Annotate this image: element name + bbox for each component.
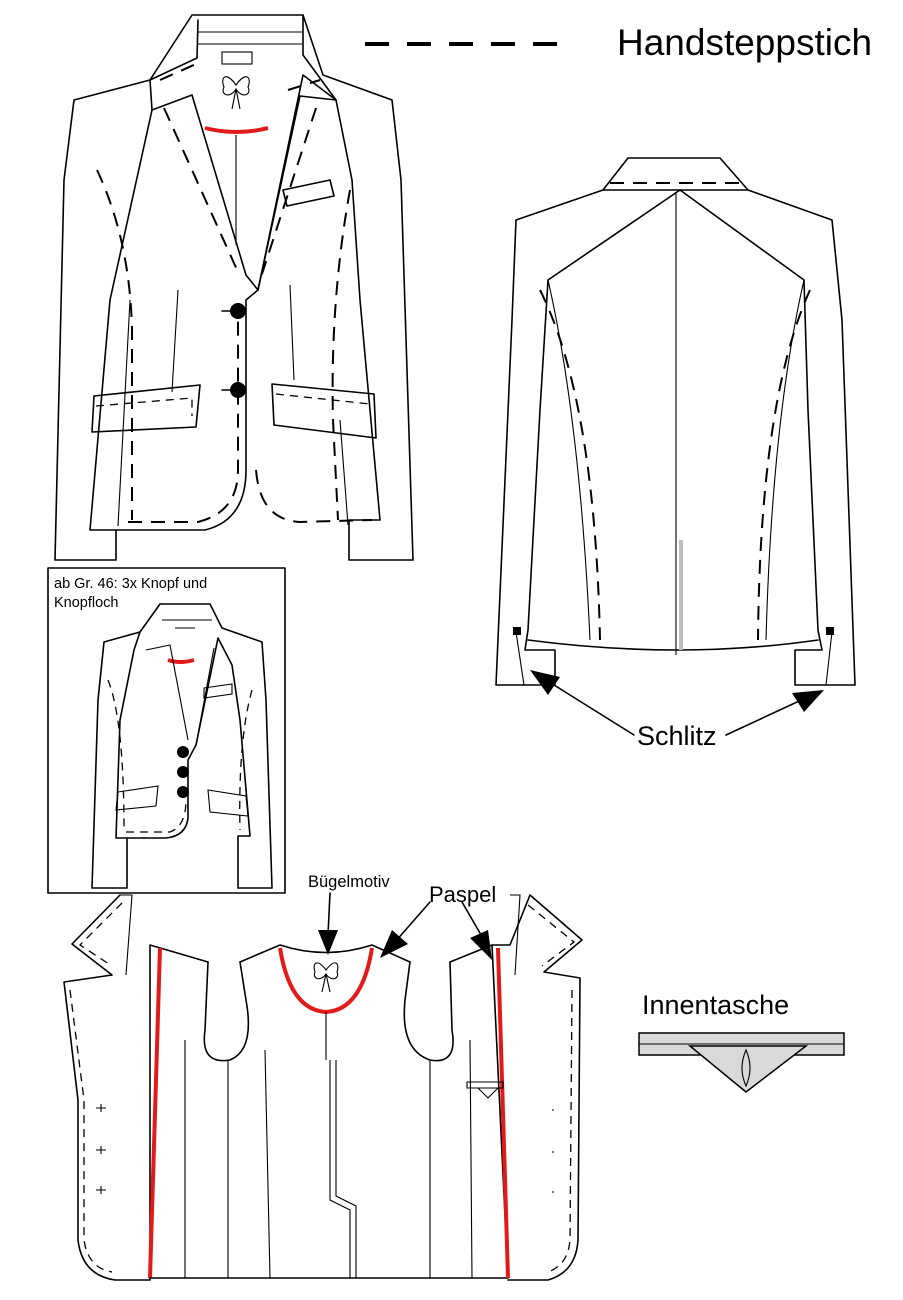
hanger-loop — [221, 51, 253, 65]
slit-button-right — [826, 627, 834, 635]
slit-button-left — [513, 627, 521, 635]
sleeve-slit-right — [825, 631, 833, 686]
inside-right-collar — [510, 894, 521, 976]
legend-handsteppstich: Handsteppstich — [365, 22, 872, 63]
inset-jacket — [91, 603, 273, 889]
front-stitch-right-seam — [331, 189, 351, 521]
arrow-icon — [530, 670, 560, 695]
right-lapel — [257, 95, 337, 291]
innentasche-label: Innentasche — [642, 990, 789, 1020]
inside-back-lining — [149, 944, 509, 1279]
jacket-back-view: Schlitz — [495, 157, 856, 751]
sleeve-slit-left — [515, 631, 525, 686]
front-stitch-hem-r — [255, 469, 373, 524]
inset-frame — [47, 567, 286, 894]
button-icon — [230, 382, 246, 398]
inside-right-front — [491, 894, 583, 1281]
schlitz-arrow-line-right — [725, 695, 811, 736]
right-armhole — [403, 961, 454, 1062]
right-buttons-marks — [552, 1109, 554, 1193]
front-stitch-pockets — [95, 393, 371, 416]
front-stitch-lapel — [163, 107, 239, 273]
left-buttonholes — [96, 1104, 106, 1194]
right-flap-pocket — [271, 383, 377, 439]
piping-right — [496, 947, 510, 1279]
back-stitch-left — [539, 289, 601, 641]
schlitz-arrow-line-left — [545, 679, 635, 736]
left-flap-pocket — [91, 384, 201, 433]
left-lapel — [151, 94, 259, 291]
arrow-icon — [470, 930, 492, 960]
button-icon — [177, 786, 189, 798]
front-seam-left — [117, 289, 179, 527]
button-icon — [230, 303, 246, 319]
back-stitch-right — [757, 289, 811, 641]
butterfly-motif-icon — [222, 76, 250, 110]
buegelmotiv-arrow-line — [327, 892, 331, 936]
inside-left-front — [63, 894, 209, 1281]
schlitz-label: Schlitz — [637, 721, 717, 751]
inside-lining-seams — [184, 1039, 473, 1279]
front-seam-right — [289, 284, 349, 526]
innentasche-flap — [687, 1045, 809, 1093]
piping-left — [148, 947, 162, 1279]
inside-left-collar-stitch — [69, 902, 123, 1273]
jacket-front-view — [54, 14, 414, 561]
neck-piping — [204, 126, 269, 134]
inside-pocket-small — [466, 1081, 504, 1099]
back-neck-piping — [278, 947, 374, 1015]
innentasche-detail: Innentasche — [638, 990, 845, 1093]
butterfly-motif-icon — [313, 962, 339, 993]
front-stitch-lapel-r — [259, 107, 317, 281]
arrow-icon — [792, 690, 824, 712]
back-side-seams — [547, 279, 805, 641]
front-outline — [54, 14, 414, 561]
button-icon — [177, 746, 189, 758]
innentasche-buttonhole — [741, 1048, 751, 1088]
paspel-arrow-line-left — [394, 901, 431, 943]
size-variant-inset: ab Gr. 46: 3x Knopf und Knopfloch — [47, 567, 286, 894]
legend-label: Handsteppstich — [617, 22, 872, 63]
jacket-inside-view: Bügelmotiv Paspel — [63, 873, 583, 1281]
front-stitch-hem — [128, 315, 239, 523]
inside-left-collar — [120, 894, 133, 976]
inset-note-line1: ab Gr. 46: 3x Knopf und — [54, 576, 207, 592]
back-hem — [527, 639, 819, 651]
inside-right-collar-stitch — [527, 904, 576, 1273]
arrow-icon — [318, 930, 338, 955]
left-armhole — [203, 961, 250, 1062]
collar-stand — [198, 31, 302, 45]
inset-note-line2: Knopfloch — [54, 595, 119, 611]
inside-center-pleat — [329, 1060, 357, 1278]
front-collar — [149, 14, 337, 101]
front-stitch-collar — [159, 63, 321, 91]
arrow-icon — [380, 930, 408, 958]
buegelmotiv-label: Bügelmotiv — [308, 873, 390, 891]
button-icon — [177, 766, 189, 778]
